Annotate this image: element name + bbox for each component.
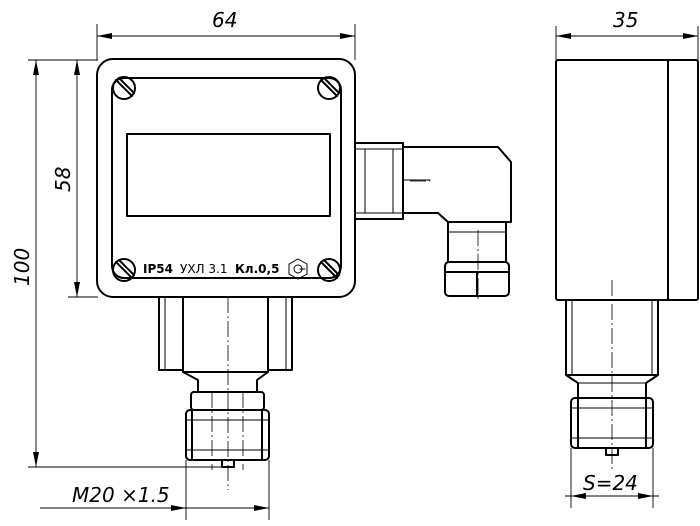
nameplate-climate: УХЛ 3.1 xyxy=(180,262,227,276)
side-housing xyxy=(555,59,699,301)
side-view xyxy=(555,59,699,470)
dimension-width-side: 35 xyxy=(613,8,638,32)
screw-icon-bottom-left xyxy=(112,258,136,282)
screw-icon-top-right xyxy=(317,76,341,100)
display-window xyxy=(126,133,331,217)
nameplate-protection: IP54 xyxy=(143,262,173,276)
dimension-width-front: 64 xyxy=(212,8,237,32)
dimension-height-box: 58 xyxy=(51,167,75,192)
front-view: IP54 УХЛ 3.1 Кл.0,5 xyxy=(96,58,512,490)
electrical-connector xyxy=(354,142,512,297)
housing-inner xyxy=(111,77,342,279)
dimension-lines xyxy=(28,24,699,520)
dimension-thread: M20 ×1.5 xyxy=(72,483,170,507)
dimension-wrench-size: S=24 xyxy=(583,471,638,495)
screw-icon-bottom-right xyxy=(317,258,341,282)
nameplate-accuracy: Кл.0,5 xyxy=(235,262,279,276)
screw-icon-top-left xyxy=(112,76,136,100)
process-fitting xyxy=(158,296,293,468)
manufacturer-logo-icon xyxy=(288,258,308,280)
dimension-height-total: 100 xyxy=(10,248,34,286)
